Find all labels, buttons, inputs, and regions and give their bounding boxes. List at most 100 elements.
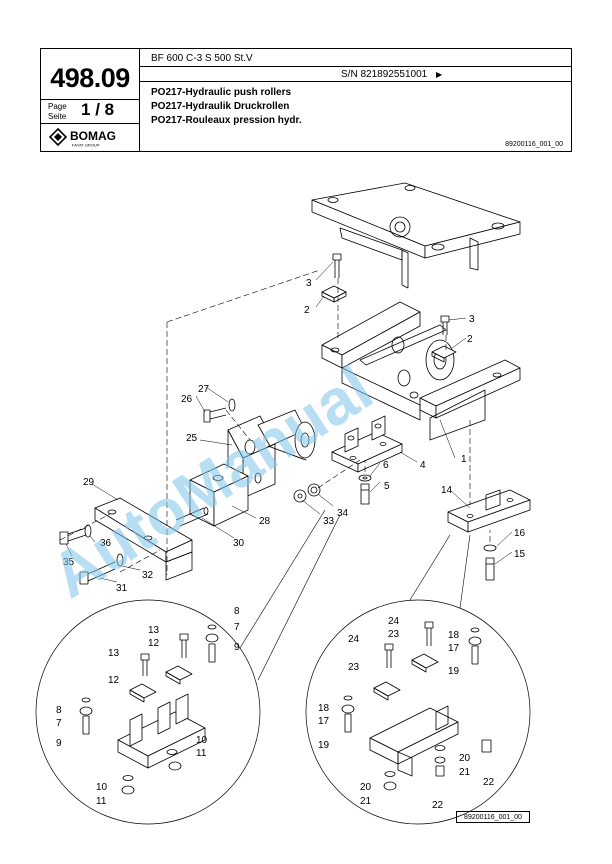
- callout-20: 20: [459, 753, 471, 764]
- serial-text: S/N 821892551001: [341, 69, 428, 80]
- page-current: 1: [81, 100, 91, 119]
- callout-31: 31: [116, 583, 128, 594]
- detail-left-bracket: [117, 693, 206, 769]
- callout-22b: 22: [432, 800, 444, 811]
- assembly-lines: [59, 269, 491, 575]
- callout-22: 22: [483, 777, 495, 788]
- part-roller: [257, 409, 316, 461]
- callout-11: 11: [196, 748, 207, 759]
- detail-right-fasteners: [341, 627, 492, 791]
- callout-9b: 9: [56, 738, 62, 749]
- detail-right-clamps: [373, 621, 439, 701]
- model-name: BF 600 C-3 S 500 St.V: [151, 53, 253, 64]
- callout-23b: 23: [348, 662, 360, 673]
- callout-17b: 17: [318, 716, 330, 727]
- callout-7b: 7: [56, 718, 62, 729]
- title-fr: PO217-Rouleaux pression hydr.: [151, 115, 302, 126]
- callout-23: 23: [388, 629, 400, 640]
- detail-circle-left: [35, 509, 341, 825]
- part-2-clamp: [321, 285, 347, 303]
- part-6-washer: [358, 474, 372, 482]
- callout-9: 9: [234, 642, 240, 653]
- part-29-bracket: [94, 497, 193, 581]
- callout-10b: 10: [96, 782, 108, 793]
- callout-30: 30: [233, 538, 245, 549]
- callout-19: 19: [448, 666, 460, 677]
- divider: [139, 66, 571, 67]
- callout-labels: 1 2 3 2 3 4 5 6 14 16 15 27 26 25 29 28 …: [56, 278, 526, 811]
- callout-24b: 24: [348, 634, 360, 645]
- title-block: 498.09 Page Seite 1 / 8 BOMAG FAYAT GROU…: [40, 48, 572, 152]
- callout-18: 18: [448, 630, 460, 641]
- page-number: 1 / 8: [81, 100, 114, 120]
- callout-2b: 2: [467, 334, 473, 345]
- part-27-washer: [228, 398, 236, 412]
- callout-35: 35: [63, 557, 75, 568]
- brand-sub: FAYAT GROUP: [72, 143, 100, 148]
- callout-7: 7: [234, 622, 240, 633]
- figure-reference-box: 89200116_001_00: [456, 811, 530, 823]
- part-5-bolt: [360, 483, 370, 505]
- divider: [41, 123, 139, 124]
- callout-10: 10: [196, 735, 208, 746]
- part-3-bolt-right: [440, 315, 450, 335]
- callout-18b: 18: [318, 703, 330, 714]
- callout-1: 1: [461, 454, 467, 465]
- part-32-washer: [116, 553, 124, 567]
- detail-left-fasteners: [79, 624, 219, 795]
- drawing-reference: 89200116_001_00: [505, 141, 563, 148]
- callout-2: 2: [304, 305, 310, 316]
- part-28-block: [189, 463, 249, 527]
- part-31-bolt: [79, 561, 116, 585]
- callout-8: 8: [234, 606, 240, 617]
- part-34-nut: [307, 483, 321, 497]
- push-roller-frame: [321, 301, 521, 441]
- callout-36: 36: [100, 538, 112, 549]
- callout-3b: 3: [469, 314, 475, 325]
- callout-8b: 8: [56, 705, 62, 716]
- part-26-bolt: [203, 407, 227, 423]
- callout-20b: 20: [360, 782, 372, 793]
- callout-29: 29: [83, 477, 95, 488]
- callout-4: 4: [420, 460, 426, 471]
- part-30-pin: [175, 507, 209, 527]
- divider: [41, 99, 139, 100]
- callout-14: 14: [441, 485, 453, 496]
- callout-3: 3: [306, 278, 312, 289]
- page-total: 8: [104, 100, 115, 119]
- part-15-bolt: [485, 557, 495, 581]
- callout-27: 27: [198, 384, 210, 395]
- callout-6: 6: [383, 460, 389, 471]
- part-14-bracket: [447, 489, 531, 533]
- callout-26: 26: [181, 394, 193, 405]
- page-labels: Page Seite: [48, 102, 67, 122]
- callout-19b: 19: [318, 740, 330, 751]
- part-33-washer: [293, 489, 307, 503]
- callout-12b: 12: [108, 675, 120, 686]
- callout-34: 34: [337, 508, 349, 519]
- callout-13: 13: [148, 625, 160, 636]
- title-block-left: 498.09 Page Seite 1 / 8 BOMAG FAYAT GROU…: [41, 49, 140, 151]
- callout-21: 21: [459, 767, 471, 778]
- page-separator: /: [95, 100, 100, 119]
- callout-24: 24: [388, 616, 400, 627]
- callout-12: 12: [148, 638, 160, 649]
- doc-number: 498.09: [50, 63, 130, 93]
- title-en: PO217-Hydraulic push rollers: [151, 87, 292, 98]
- callout-15: 15: [514, 549, 526, 560]
- title-de: PO217-Hydraulik Druckrollen: [151, 101, 290, 112]
- detail-circle-right: [305, 534, 531, 825]
- frame-plate: [311, 182, 521, 289]
- bomag-logo-icon: [49, 128, 68, 147]
- detail-left-clamps: [129, 633, 193, 703]
- page-label-de: Seite: [48, 112, 67, 121]
- callout-21b: 21: [360, 796, 372, 807]
- callout-16: 16: [514, 528, 526, 539]
- leader-lines: [65, 261, 513, 583]
- callout-17: 17: [448, 643, 460, 654]
- callout-28: 28: [259, 516, 271, 527]
- callout-33: 33: [323, 516, 335, 527]
- callout-11b: 11: [96, 796, 107, 807]
- part-4-bracket: [331, 415, 403, 473]
